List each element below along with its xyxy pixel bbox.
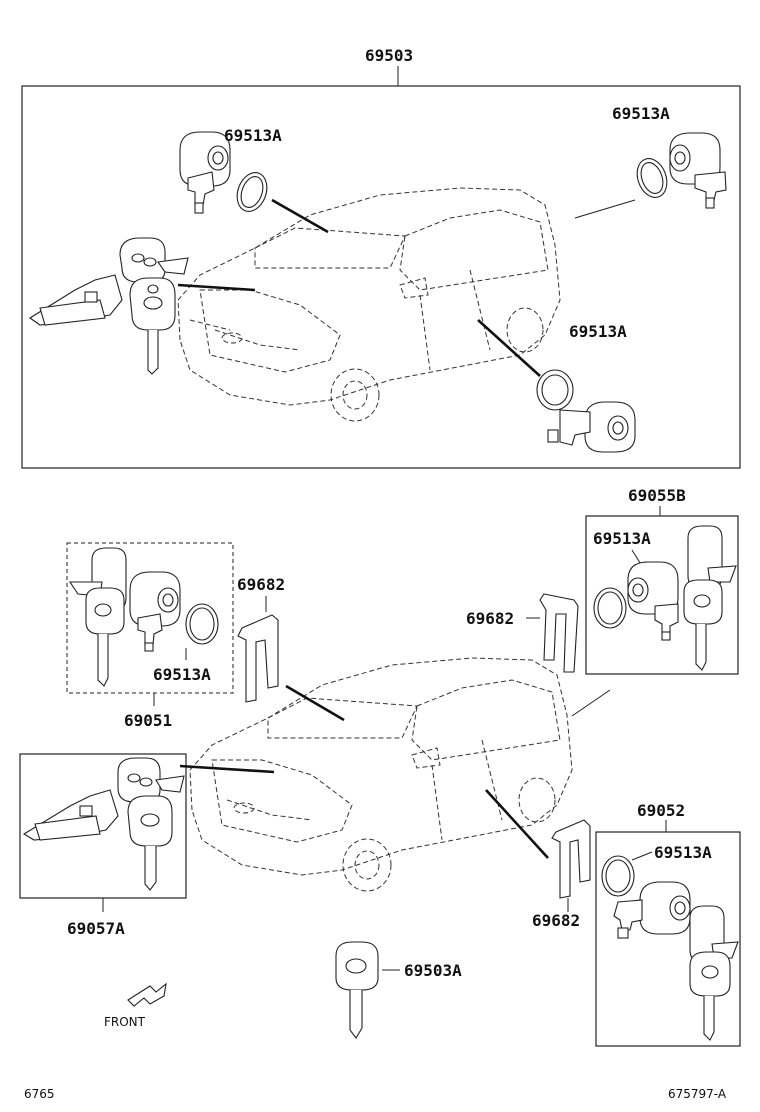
- label-ring-top-right: 69513A: [612, 104, 670, 123]
- keys-back-box: [689, 905, 739, 1041]
- front-arrow-icon: [127, 982, 167, 1007]
- label-clip-left: 69682: [237, 575, 285, 594]
- leader-ring-back-box: [631, 851, 653, 861]
- label-clip-right: 69682: [466, 609, 514, 628]
- clip-bottom: [551, 819, 591, 899]
- clip-bottom-group: 69682: [485, 789, 591, 930]
- label-ring-back-box: 69513A: [654, 843, 712, 862]
- door-cylinder-left-box: [129, 571, 181, 652]
- page-code-right: 675797-A: [668, 1087, 727, 1101]
- top-assembly-box: [21, 85, 741, 469]
- ignition-lock-set-bottom: [22, 757, 185, 891]
- ring-back-box: [601, 855, 635, 897]
- arrow-clip-left: [285, 684, 345, 722]
- door-cylinder-back-box: [613, 881, 691, 939]
- label-key-blank: 69503A: [404, 961, 462, 980]
- door-cylinder-top-right: [669, 132, 727, 209]
- ring-left-box: [185, 603, 219, 645]
- sub-left-box: [66, 542, 234, 694]
- leader-top-right: [574, 199, 636, 219]
- label-ring-left-box: 69513A: [153, 665, 211, 684]
- label-sub-ignition-box: 69057A: [67, 919, 125, 938]
- car-outline-top: [177, 187, 561, 422]
- sub-right-box: [585, 515, 739, 675]
- ring-top-left: [236, 172, 268, 212]
- arrow-top-side: [477, 319, 541, 377]
- arrow-clip-bottom: [485, 789, 549, 859]
- sub-right-box-group: 69055B 69513A: [571, 486, 739, 717]
- label-sub-back-box: 69052: [637, 801, 685, 820]
- door-cylinder-top-side: [547, 401, 636, 453]
- ring-top-side: [536, 369, 574, 411]
- label-sub-left-box: 69051: [124, 711, 172, 730]
- ring-top-right: [636, 158, 668, 198]
- arrow-ignition-bottom: [179, 764, 275, 774]
- label-top-assembly: 69503: [365, 46, 413, 65]
- label-ring-top-left: 69513A: [224, 126, 282, 145]
- top-assembly-group: 69503: [21, 46, 741, 469]
- car-outline-bottom: [189, 657, 573, 892]
- leader-right-box-to-car: [571, 689, 611, 717]
- sub-back-box-group: 69052 69513A: [595, 801, 741, 1047]
- label-front-marker: FRONT: [104, 1015, 146, 1029]
- arrow-top-left: [271, 198, 329, 234]
- keys-right-box: [683, 525, 737, 671]
- label-ring-top-side: 69513A: [569, 322, 627, 341]
- front-marker-group: FRONT: [104, 982, 167, 1029]
- clip-left: [237, 614, 279, 703]
- key-blank-blade: [349, 990, 363, 1039]
- label-sub-right-box: 69055B: [628, 486, 686, 505]
- arrow-ignition-top: [177, 283, 256, 292]
- sub-back-box: [595, 831, 741, 1047]
- clip-right: [539, 593, 579, 673]
- key-blank-group: 69503A: [335, 941, 462, 1039]
- ring-right-box: [593, 587, 627, 629]
- clip-left-group: 69682: [237, 575, 345, 722]
- clip-right-group: 69682: [466, 593, 579, 673]
- label-ring-right-box: 69513A: [593, 529, 651, 548]
- door-cylinder-right-box: [627, 561, 679, 641]
- sub-left-box-group: 69513A 69051: [66, 542, 234, 730]
- ignition-lock-set-top: [29, 237, 189, 375]
- sub-ignition-box-group: 69057A: [19, 753, 275, 938]
- label-clip-bottom: 69682: [532, 911, 580, 930]
- keys-left-box: [68, 547, 127, 687]
- page-code-left: 6765: [24, 1087, 55, 1101]
- key-blank-logo: [345, 958, 367, 974]
- door-cylinder-top-left: [179, 131, 231, 214]
